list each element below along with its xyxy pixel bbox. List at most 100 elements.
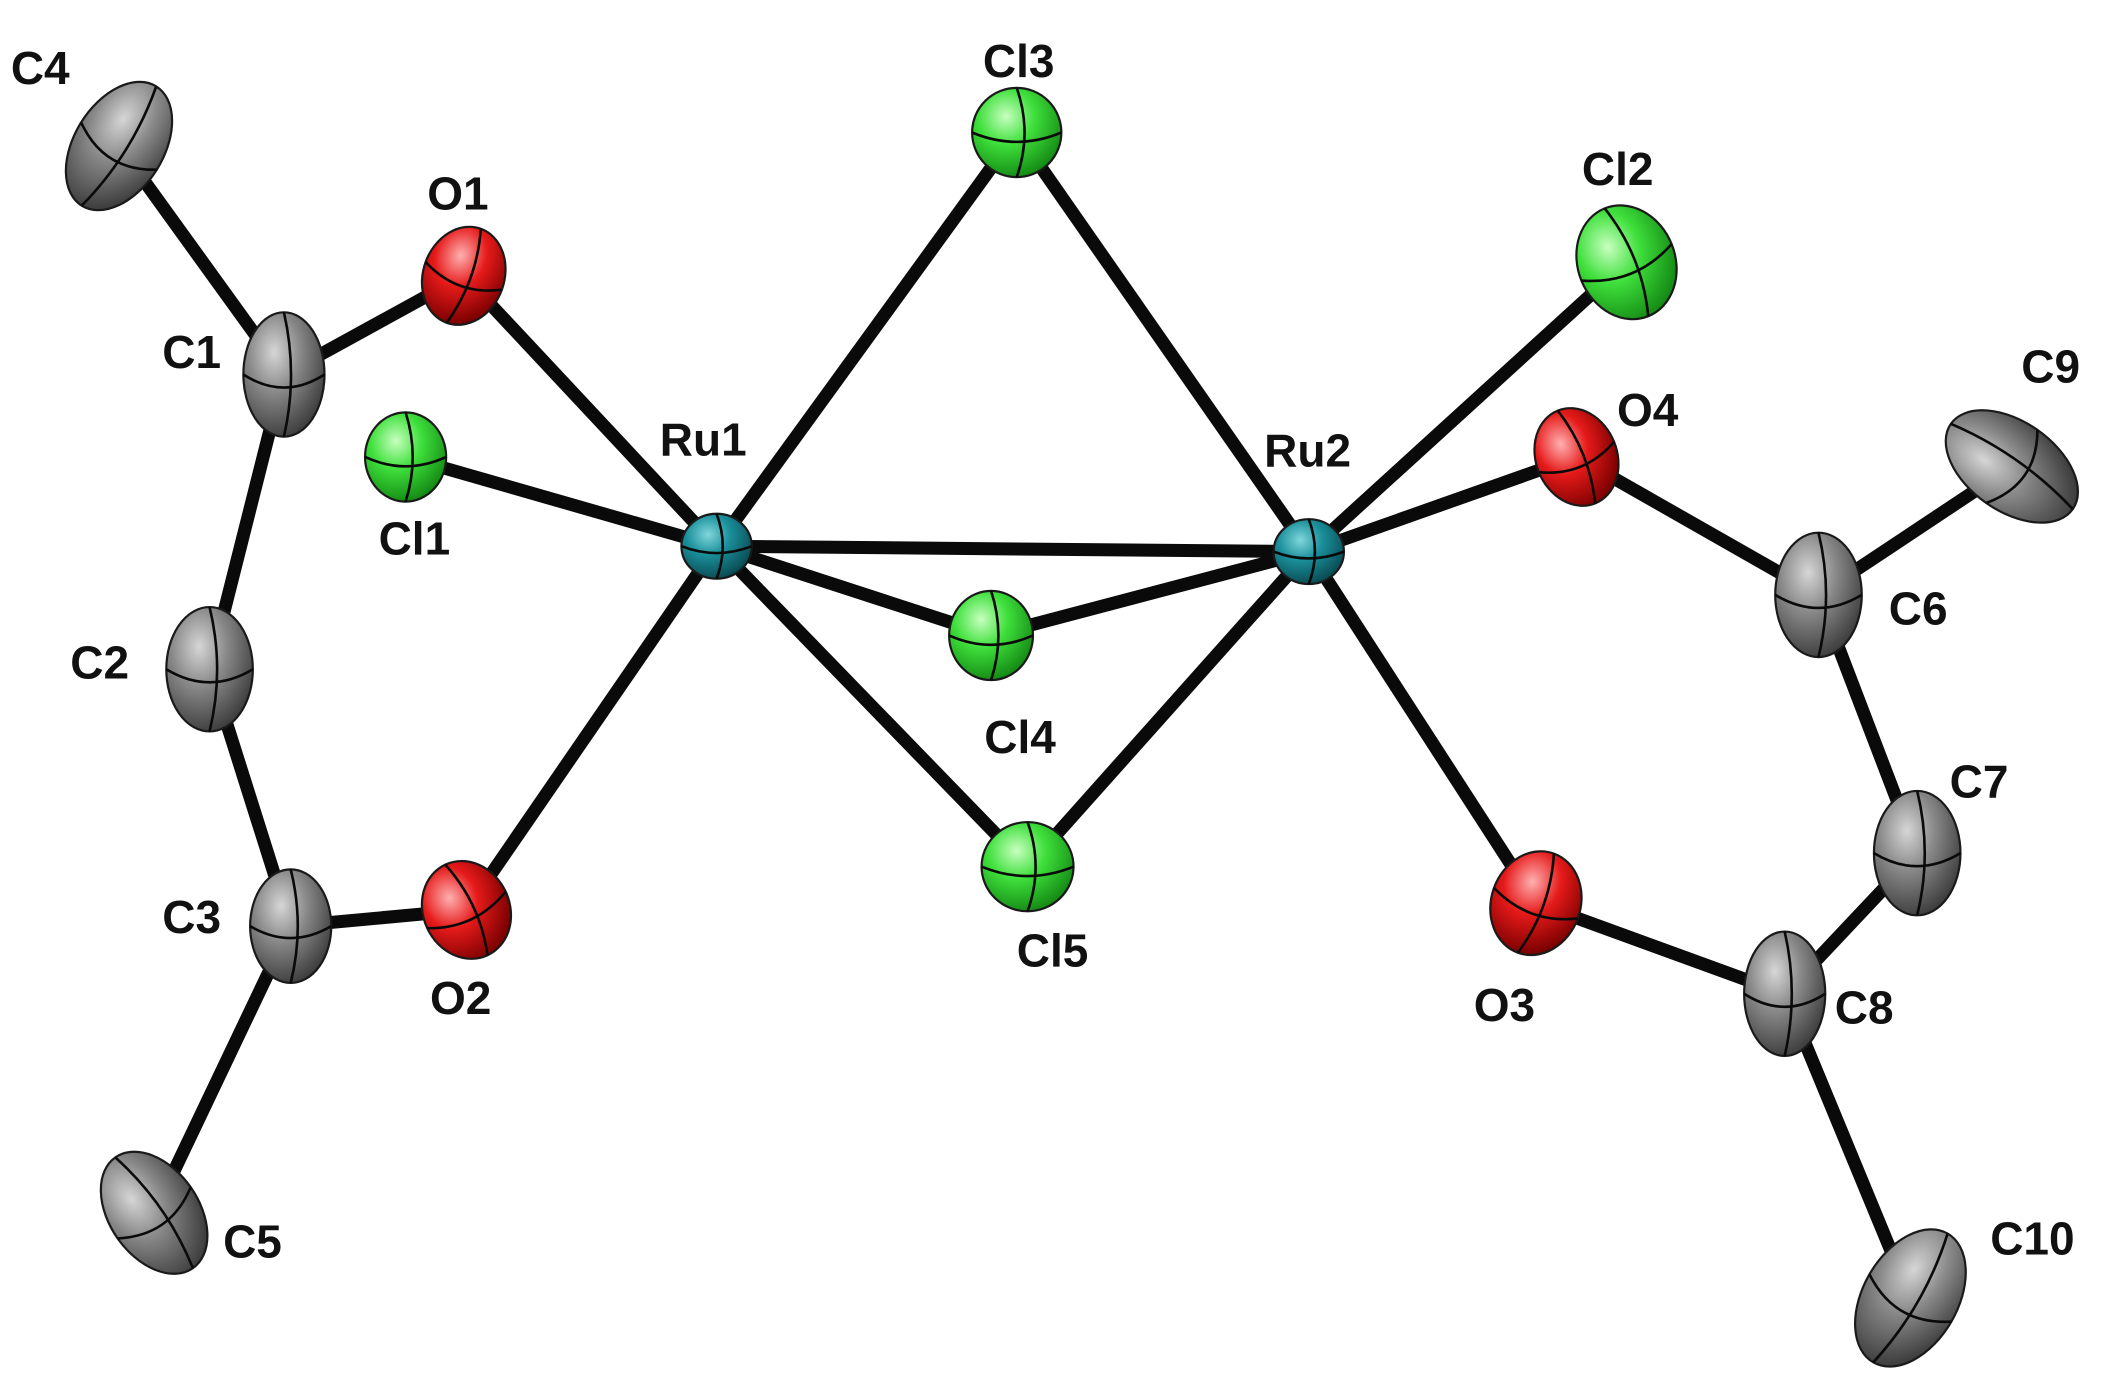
bond-cl5-ru2	[1021, 545, 1316, 874]
atom-label-c2: C2	[70, 637, 129, 689]
atom-label-cl3: Cl3	[983, 35, 1055, 87]
atoms-layer	[64, 80, 2080, 1368]
atom-ellipsoid-c8	[1743, 930, 1827, 1058]
atom-label-c3: C3	[162, 891, 221, 943]
atom-cl5	[980, 820, 1075, 913]
atom-axis-meridian-c3	[289, 869, 300, 984]
atom-c9	[1944, 409, 2080, 524]
atom-axis-equator-c7	[1873, 852, 1962, 868]
atom-label-o2: O2	[430, 972, 491, 1024]
atom-ellipsoid-c7	[1872, 789, 1962, 917]
atom-ellipsoid-cl5	[980, 820, 1075, 913]
atom-ellipsoid-o4	[1533, 407, 1620, 507]
atom-axis-meridian-c5	[114, 1156, 195, 1269]
atom-axis-meridian-o4	[1556, 409, 1597, 504]
atom-axis-equator-o4	[1538, 440, 1616, 474]
bond-cl4-ru2	[984, 545, 1316, 642]
atom-axis-meridian-cl1	[404, 411, 415, 503]
atom-c5	[99, 1150, 209, 1275]
atom-axis-equator-cl2	[1581, 243, 1673, 283]
atom-o4	[1533, 407, 1620, 507]
atom-label-c10: C10	[1990, 1213, 2074, 1265]
bond-ru2-o3	[1302, 545, 1543, 910]
bond-ru1-cl3	[710, 126, 1024, 553]
atom-axis-equator-c3	[249, 925, 332, 940]
atom-ellipsoid-c5	[99, 1150, 209, 1275]
atom-axis-meridian-c2	[208, 606, 219, 732]
atom-axis-meridian-o3	[1516, 853, 1556, 954]
atom-axis-equator-c5	[117, 1186, 192, 1240]
atom-label-ru2: Ru2	[1264, 424, 1351, 476]
atom-label-c9: C9	[2021, 341, 2080, 393]
atom-axis-equator-c1	[242, 373, 326, 389]
atom-axis-meridian-c7	[1915, 790, 1927, 916]
atom-ellipsoid-cl3	[971, 86, 1063, 179]
atom-ellipsoid-ru2	[1272, 518, 1346, 586]
atom-ru2	[1272, 518, 1346, 586]
atom-cl3	[971, 86, 1063, 179]
atom-c8	[1743, 930, 1827, 1058]
atom-label-ru1: Ru1	[660, 414, 747, 466]
atom-axis-equator-c9	[1985, 429, 2039, 505]
atom-axis-equator-o2	[427, 890, 507, 930]
atom-label-o3: O3	[1474, 979, 1535, 1031]
bond-ru1-ru2	[710, 539, 1316, 559]
atom-ellipsoid-c3	[249, 868, 333, 985]
bond-o1-ru1	[457, 269, 724, 553]
atom-ellipsoid-o3	[1489, 850, 1583, 957]
atom-c2	[165, 605, 254, 733]
atom-axis-meridian-cl3	[1015, 87, 1026, 178]
bond-o2-ru1	[459, 539, 724, 917]
atom-ellipsoid-cl4	[948, 589, 1035, 682]
atom-axis-meridian-c8	[1783, 931, 1794, 1057]
atom-axis-meridian-o1	[445, 228, 483, 324]
atom-axis-equator-ru1	[680, 545, 753, 555]
atom-label-cl5: Cl5	[1017, 925, 1089, 977]
atom-o3	[1489, 850, 1583, 957]
atom-axis-meridian-c9	[1950, 422, 2074, 510]
atom-ellipsoid-c1	[242, 311, 326, 438]
bond-ru2-cl2	[1302, 255, 1634, 559]
atom-c4	[64, 80, 174, 212]
atom-label-cl1: Cl1	[379, 512, 451, 564]
bond-ru1-cl4	[710, 539, 998, 642]
atom-axis-meridian-c10	[1872, 1233, 1949, 1364]
atom-axis-meridian-cl4	[989, 590, 1000, 681]
atom-label-o4: O4	[1617, 384, 1679, 436]
atom-ellipsoid-c9	[1944, 409, 2080, 524]
atom-ellipsoid-c10	[1853, 1228, 1967, 1368]
atom-axis-equator-cl5	[981, 865, 1075, 878]
atom-label-cl4: Cl4	[984, 711, 1056, 763]
atom-axis-equator-cl3	[971, 131, 1062, 144]
atom-c6	[1774, 531, 1863, 659]
atom-cl1	[363, 411, 448, 503]
atom-axis-equator-c2	[165, 668, 254, 684]
atom-cl2	[1575, 204, 1678, 321]
atom-label-c5: C5	[223, 1215, 282, 1267]
atom-axis-equator-cl1	[364, 455, 447, 468]
atom-axis-meridian-c1	[282, 312, 293, 437]
bond-ru1-cl5	[710, 539, 1035, 874]
atom-ellipsoid-ru1	[680, 512, 753, 580]
atom-axis-equator-o3	[1493, 887, 1578, 921]
atom-axis-equator-c8	[1743, 992, 1826, 1009]
atom-axis-meridian-c6	[1817, 532, 1828, 658]
atom-axis-meridian-ru2	[1307, 518, 1317, 585]
atom-axis-equator-c6	[1774, 593, 1863, 610]
atom-ellipsoid-o2	[420, 859, 513, 960]
atom-ru1	[680, 512, 753, 580]
atom-o1	[420, 225, 507, 326]
atom-axis-meridian-ru1	[715, 513, 724, 580]
atom-axis-meridian-cl2	[1603, 207, 1650, 317]
atom-axis-meridian-c4	[80, 85, 158, 207]
atom-o2	[420, 859, 513, 960]
atom-ellipsoid-cl2	[1575, 204, 1678, 321]
atom-label-c4: C4	[11, 42, 70, 94]
atom-label-cl2: Cl2	[1582, 143, 1654, 195]
atom-cl4	[948, 589, 1035, 682]
atom-ellipsoid-c2	[165, 605, 254, 733]
atom-c10	[1853, 1228, 1967, 1368]
atom-axis-equator-cl4	[948, 634, 1034, 647]
